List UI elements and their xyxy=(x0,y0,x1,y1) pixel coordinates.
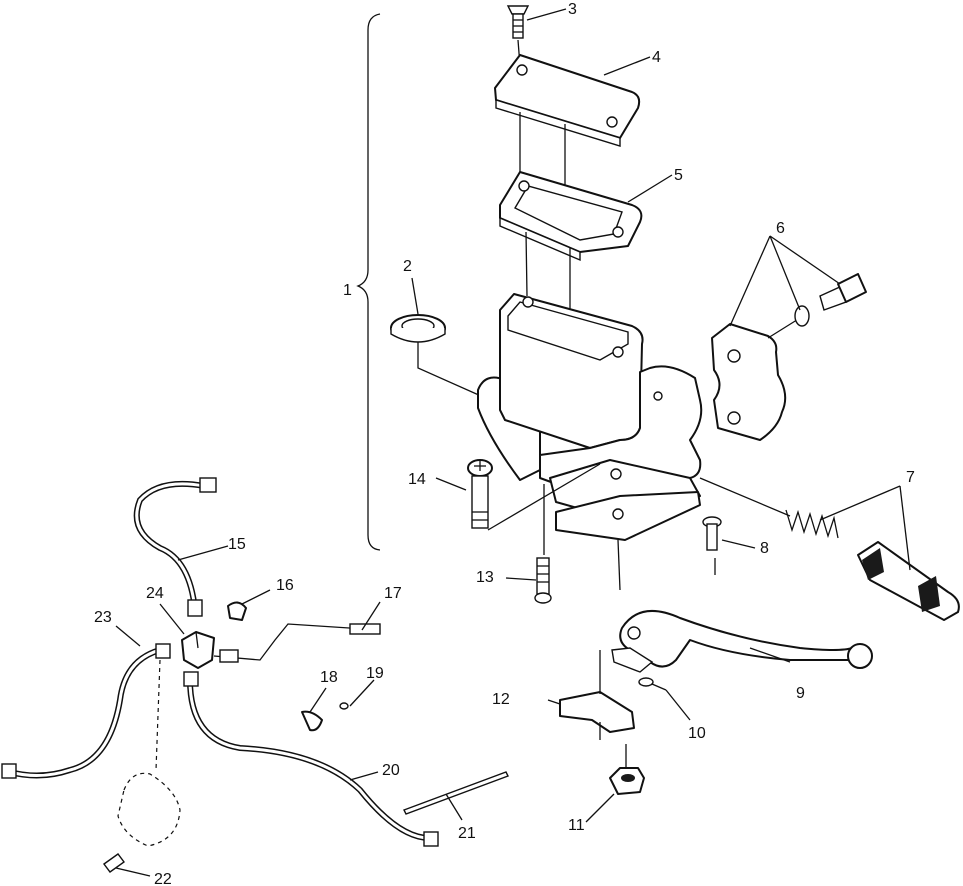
part-24-junction-block xyxy=(181,631,215,669)
part-21-rod xyxy=(403,771,509,815)
callout-21: 21 xyxy=(458,825,476,842)
part-15-hose xyxy=(133,477,217,617)
part-6-clamp xyxy=(711,273,867,441)
callout-7: 7 xyxy=(906,469,915,486)
leader-lines xyxy=(115,8,911,877)
part-17-cable xyxy=(213,623,381,663)
callout-10: 10 xyxy=(688,725,706,742)
callout-17: 17 xyxy=(384,585,402,602)
callout-labels: 1 2 3 4 5 6 7 8 9 10 11 12 13 14 15 16 1… xyxy=(94,1,915,886)
part-2-plug xyxy=(390,314,491,401)
callout-15: 15 xyxy=(228,536,246,553)
callout-18: 18 xyxy=(320,669,338,686)
part-23-hose xyxy=(1,643,171,779)
callout-14: 14 xyxy=(408,471,426,488)
callout-12: 12 xyxy=(492,691,510,708)
callout-9: 9 xyxy=(796,685,805,702)
callout-3: 3 xyxy=(568,1,577,18)
part-9-lever xyxy=(611,610,873,673)
part-5-diaphragm xyxy=(499,171,643,340)
callout-13: 13 xyxy=(476,569,494,586)
callout-19: 19 xyxy=(366,665,384,682)
callout-8: 8 xyxy=(760,540,769,557)
callout-24: 24 xyxy=(146,585,164,602)
callout-20: 20 xyxy=(382,762,400,779)
callout-2: 2 xyxy=(403,258,412,275)
part-7-piston-assembly xyxy=(785,509,960,621)
callout-22: 22 xyxy=(154,871,172,886)
part-4-cover xyxy=(494,54,641,195)
callout-1: 1 xyxy=(343,282,352,299)
part-18-clip xyxy=(301,710,323,732)
callout-23: 23 xyxy=(94,609,112,626)
callout-11: 11 xyxy=(568,817,585,834)
part-12-bracket xyxy=(559,650,635,740)
callout-4: 4 xyxy=(652,49,661,66)
part-10-pin xyxy=(638,677,667,691)
part-3-screw xyxy=(506,5,530,67)
part-19-pin xyxy=(339,702,349,710)
part-8-pivot-bolt xyxy=(702,516,722,575)
part-16-fitting xyxy=(227,601,247,621)
part-13-screw xyxy=(534,484,552,604)
part-22-bleeder xyxy=(103,659,181,873)
part-1-master-cylinder xyxy=(477,293,791,591)
callout-5: 5 xyxy=(674,167,683,184)
callout-16: 16 xyxy=(276,577,294,594)
part-20-hose xyxy=(183,671,439,847)
part-11-nut xyxy=(609,744,645,795)
assembly-bracket xyxy=(356,13,381,551)
callout-6: 6 xyxy=(776,220,785,237)
